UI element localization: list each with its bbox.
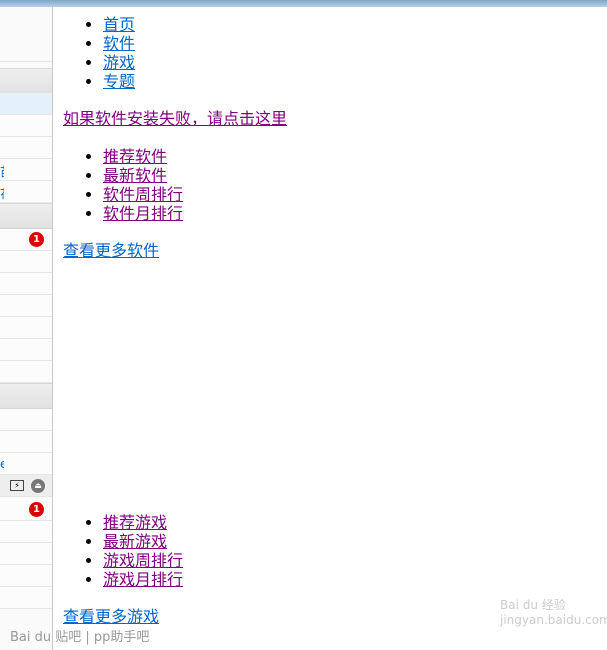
latest-games-link[interactable]: 最新游戏 bbox=[103, 532, 168, 551]
watermark-baidu-jingyan: Bai du 经验 jingyan.baidu.com bbox=[500, 598, 607, 627]
sidebar-item[interactable] bbox=[0, 251, 52, 273]
sidebar-item[interactable] bbox=[0, 431, 52, 453]
sidebar-section-header[interactable] bbox=[0, 203, 52, 229]
games-weekly-rank-link[interactable]: 游戏周排行 bbox=[103, 551, 184, 570]
more-games-link[interactable]: 查看更多游戏 bbox=[63, 607, 160, 626]
sidebar-item[interactable]: 1 bbox=[0, 229, 52, 251]
nav-games-link[interactable]: 游戏 bbox=[103, 53, 136, 72]
sidebar-item[interactable] bbox=[0, 115, 52, 137]
nav-topics-link[interactable]: 专题 bbox=[103, 72, 136, 91]
sidebar-device-item[interactable]: ⚡⏏ bbox=[0, 475, 52, 497]
nav-list: 首页 软件 游戏 专题 bbox=[63, 15, 135, 91]
sidebar-item[interactable] bbox=[0, 521, 52, 543]
sidebar-header bbox=[0, 7, 52, 62]
sidebar-item[interactable]: 花 bbox=[0, 181, 52, 203]
eject-icon[interactable]: ⏏ bbox=[31, 479, 45, 493]
sidebar-item[interactable]: 1 bbox=[0, 499, 52, 521]
sidebar-section-header[interactable] bbox=[0, 383, 52, 409]
sidebar-item-selected[interactable] bbox=[0, 93, 52, 115]
nav-software-link[interactable]: 软件 bbox=[103, 34, 136, 53]
games-monthly-rank-link[interactable]: 游戏月排行 bbox=[103, 570, 184, 589]
notification-badge: 1 bbox=[29, 232, 44, 247]
watermark-tieba: Bai du 贴吧 | pp助手吧 bbox=[10, 630, 150, 645]
install-fail-link[interactable]: 如果软件安装失败，请点击这里 bbox=[63, 109, 288, 128]
more-software-link[interactable]: 查看更多软件 bbox=[63, 241, 160, 260]
sidebar-item[interactable] bbox=[0, 137, 52, 159]
window-title-bar bbox=[0, 0, 607, 7]
sidebar-item[interactable] bbox=[0, 361, 52, 383]
sidebar: 苗 花 1 e ⚡⏏ 1 bbox=[0, 7, 53, 650]
sidebar-item[interactable] bbox=[0, 543, 52, 565]
games-list: 推荐游戏 最新游戏 游戏周排行 游戏月排行 bbox=[63, 513, 183, 589]
recommended-software-link[interactable]: 推荐软件 bbox=[103, 147, 168, 166]
notification-badge: 1 bbox=[29, 502, 44, 517]
sidebar-item[interactable] bbox=[0, 409, 52, 431]
software-weekly-rank-link[interactable]: 软件周排行 bbox=[103, 185, 184, 204]
sidebar-item[interactable]: e bbox=[0, 453, 52, 475]
nav-home-link[interactable]: 首页 bbox=[103, 15, 136, 34]
software-monthly-rank-link[interactable]: 软件月排行 bbox=[103, 204, 184, 223]
sidebar-section-header[interactable] bbox=[0, 68, 52, 94]
recommended-games-link[interactable]: 推荐游戏 bbox=[103, 513, 168, 532]
sidebar-item[interactable] bbox=[0, 295, 52, 317]
software-list: 推荐软件 最新软件 软件周排行 软件月排行 bbox=[63, 147, 183, 223]
sidebar-item[interactable] bbox=[0, 339, 52, 361]
sidebar-item[interactable] bbox=[0, 317, 52, 339]
sidebar-item[interactable]: 苗 bbox=[0, 159, 52, 181]
sidebar-item[interactable] bbox=[0, 273, 52, 295]
charging-battery-icon: ⚡ bbox=[10, 480, 24, 491]
sidebar-item[interactable] bbox=[0, 587, 52, 609]
sidebar-item[interactable] bbox=[0, 565, 52, 587]
latest-software-link[interactable]: 最新软件 bbox=[103, 166, 168, 185]
